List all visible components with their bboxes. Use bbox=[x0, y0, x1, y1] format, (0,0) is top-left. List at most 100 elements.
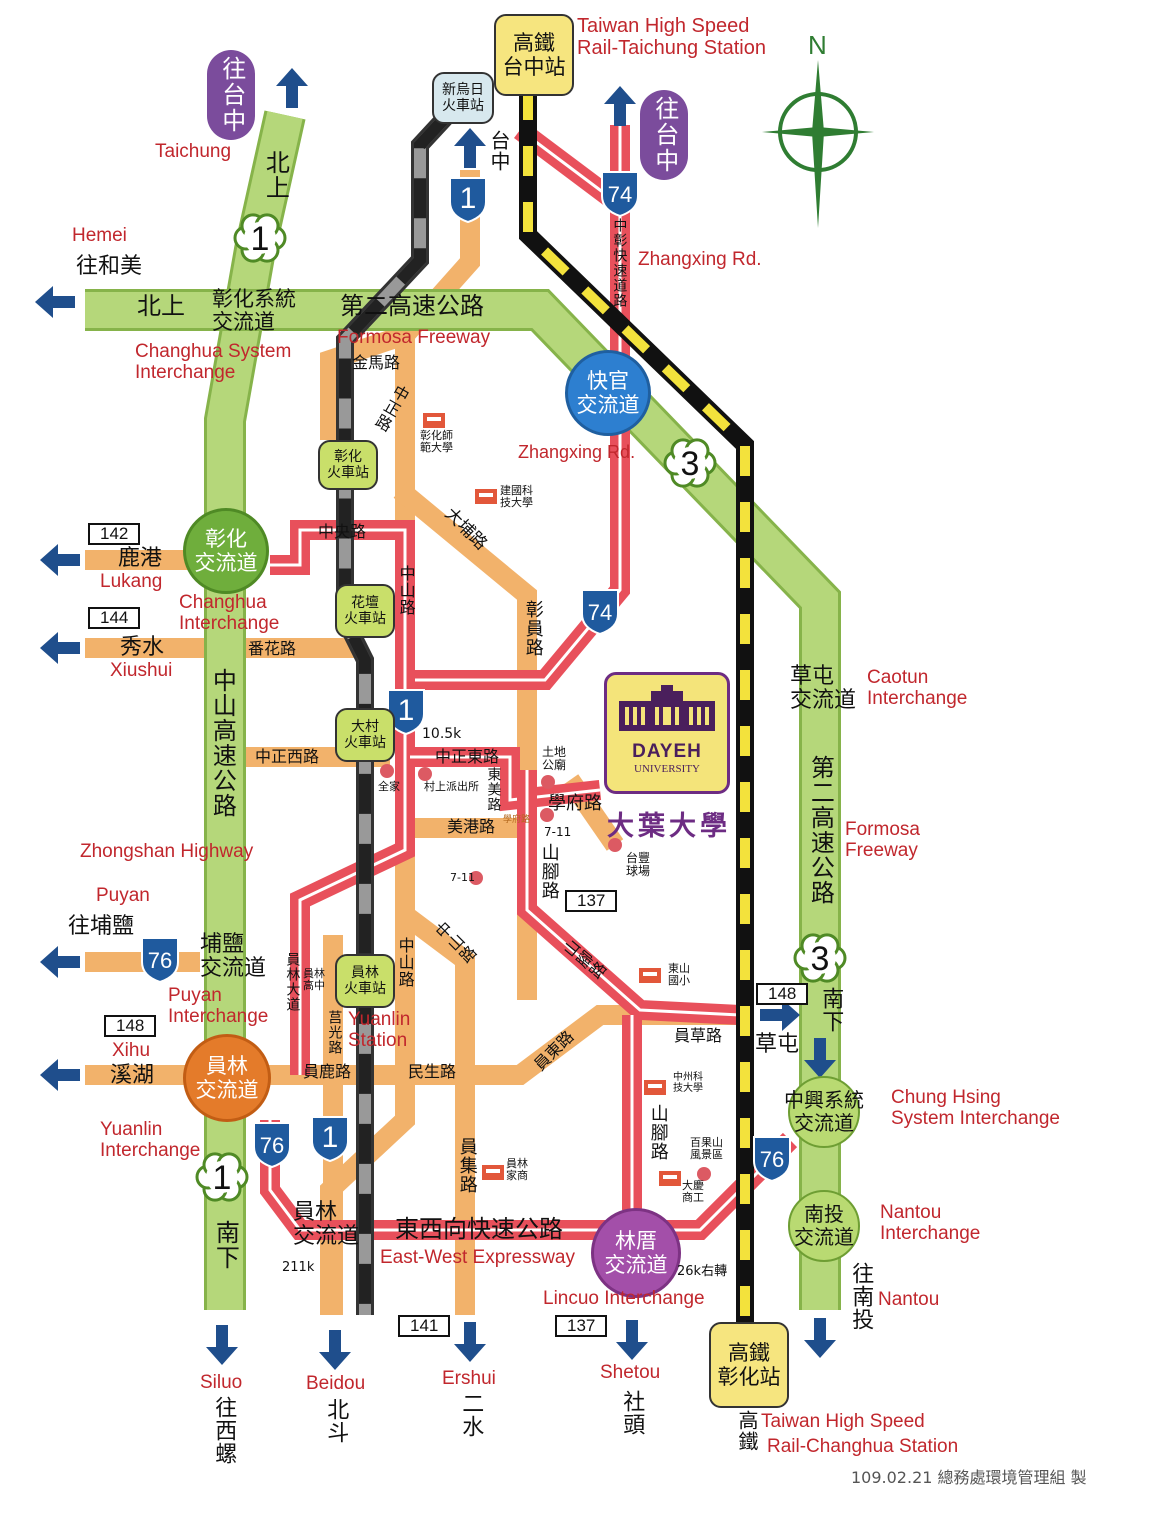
second-freeway-v: 第二高速公路 bbox=[806, 755, 835, 905]
to-nantou: 往南投 bbox=[848, 1262, 874, 1331]
route-hwy74-shield-icon-number: 74 bbox=[608, 182, 632, 207]
route-142-box: 142 bbox=[88, 523, 141, 545]
route-hwy74-shield-icon: 74 bbox=[601, 171, 639, 218]
route-144-box: 144 bbox=[88, 607, 141, 629]
caotun-ic: 草屯 交流道 bbox=[790, 664, 857, 714]
university-building-icon bbox=[619, 685, 715, 731]
route-hwy76-shield-icon: 76 bbox=[753, 1136, 791, 1183]
hsr-taichung-station: 高鐵 台中站 bbox=[494, 14, 574, 96]
north-label-2: 北上 bbox=[137, 292, 185, 320]
route-148-box: 148 bbox=[104, 1015, 157, 1037]
hsr-dash bbox=[523, 90, 750, 1330]
ershui-zh: 二水 bbox=[458, 1392, 484, 1438]
route-hwy1-shield-icon: 1 bbox=[387, 689, 425, 736]
lukang-zh: 鹿港 bbox=[118, 546, 163, 571]
direction-arrow-icon-shape bbox=[276, 68, 308, 108]
to-hemei: 往和美 bbox=[76, 254, 143, 279]
km-10-5: 10.5k bbox=[422, 726, 462, 742]
beidou-en: Beidou bbox=[306, 1373, 366, 1394]
route-hwy1-shield-icon-number: 1 bbox=[322, 1121, 339, 1154]
formosa-freeway-en: Formosa Freeway bbox=[337, 327, 491, 348]
route-hwy76-shield-icon: 76 bbox=[141, 937, 179, 984]
school-icon bbox=[423, 413, 445, 428]
direction-arrow-icon-shape bbox=[40, 1059, 80, 1091]
direction-arrow-icon-shape bbox=[616, 1320, 648, 1360]
second-freeway-label: 第二高速公路 bbox=[340, 292, 484, 320]
taichung-en: Taichung bbox=[155, 141, 232, 162]
ew-expy-zh: 東西向快速公路 bbox=[395, 1215, 563, 1243]
direction-arrow-icon bbox=[40, 1059, 80, 1091]
ctu: 建國科 技大學 bbox=[500, 484, 533, 510]
railway-dash bbox=[339, 113, 450, 1315]
provincial-road-1-centerline bbox=[270, 528, 407, 1075]
zhongshan-highway bbox=[207, 111, 303, 1310]
dayeh-university-logo: DAYEH UNIVERSITY bbox=[604, 672, 730, 794]
national-freeway-hwy3-shield-icon: 3 bbox=[663, 438, 717, 488]
to-siluo: 往西螺 bbox=[211, 1396, 237, 1465]
route-137-box: 137 bbox=[565, 890, 618, 912]
yuanlin-interchange: 員林 交流道 bbox=[183, 1034, 271, 1122]
hsr-label: 高鐵 bbox=[735, 1410, 759, 1452]
hsr-changhua-station: 高鐵 彰化站 bbox=[709, 1322, 789, 1408]
yuanlin-blvd: 員林大道 bbox=[284, 952, 301, 1012]
direction-arrow-icon bbox=[804, 1038, 836, 1078]
familymart: 全家 bbox=[378, 780, 400, 793]
taifeng: 台豐 球場 bbox=[626, 851, 651, 879]
route-148-box: 148 bbox=[756, 983, 809, 1005]
north-label: 北上 bbox=[261, 150, 290, 200]
compass-icon: N bbox=[762, 30, 874, 228]
zhongshan-rd-3: 中山路 bbox=[395, 937, 415, 988]
school-icon-window bbox=[427, 417, 441, 421]
national-freeway-hwy3-shield-icon-number: 3 bbox=[811, 940, 830, 978]
poi-dot-icon bbox=[697, 1167, 711, 1181]
direction-arrow-icon bbox=[319, 1330, 351, 1370]
school-icon bbox=[639, 968, 661, 983]
lincuo-interchange: 林厝 交流道 bbox=[591, 1208, 681, 1298]
compass-needle bbox=[812, 60, 824, 228]
dacun-station: 大村 火車站 bbox=[335, 708, 395, 762]
dongmei-rd: 東美路 bbox=[485, 767, 502, 812]
south-label: 南下 bbox=[818, 987, 844, 1033]
ccut: 中州科 技大學 bbox=[673, 1072, 703, 1094]
ew-expy-en: East-West Expressway bbox=[380, 1247, 575, 1268]
poi-dot-icon bbox=[469, 871, 483, 885]
national-freeway-hwy1-shield-icon-number: 1 bbox=[251, 220, 270, 258]
direction-arrow-icon-shape bbox=[40, 946, 80, 978]
direction-arrow-icon bbox=[40, 544, 80, 576]
route-hwy74-shield-icon: 74 bbox=[581, 589, 619, 636]
direction-arrow-icon bbox=[454, 1322, 486, 1362]
direction-arrow-icon-shape bbox=[206, 1325, 238, 1365]
changhua-system-ic: 彰化系統 交流道 bbox=[212, 287, 296, 335]
yuanji-rd: 員集路 bbox=[456, 1137, 478, 1194]
caotun-zh: 草屯 bbox=[755, 1032, 800, 1057]
zhongzheng-w: 中正西路 bbox=[255, 747, 320, 766]
xuefu-rd: 學府路 bbox=[548, 793, 602, 814]
route-hwy76-shield-icon-number: 76 bbox=[760, 1147, 784, 1172]
route-hwy76-shield-icon: 76 bbox=[253, 1122, 291, 1169]
huatan-station: 花壇 火車站 bbox=[335, 584, 395, 638]
route-hwy74-shield-icon-shape bbox=[601, 171, 639, 218]
compass-needle-h bbox=[762, 127, 874, 137]
beidou-zh: 北斗 bbox=[323, 1398, 349, 1444]
yuanlin-hs: 員林 高中 bbox=[303, 967, 325, 993]
direction-arrow-icon bbox=[35, 286, 75, 318]
school-icon bbox=[659, 1171, 681, 1186]
shanjiao-rd-1: 山腳路 bbox=[538, 843, 560, 900]
zhongshan-rd-1: 中山路 bbox=[396, 565, 416, 616]
siluo-en: Siluo bbox=[200, 1372, 243, 1393]
zhongshan-hwy-en: Zhongshan Highway bbox=[80, 841, 254, 862]
national-freeway-hwy1-shield-icon-number: 1 bbox=[213, 1159, 232, 1197]
direction-arrow-icon bbox=[40, 946, 80, 978]
yuanlin-ew-ic: 員林 交流道 bbox=[293, 1200, 360, 1250]
road-xuefu-centerline bbox=[410, 755, 601, 802]
xuefu-rd-small: 學府路 bbox=[503, 815, 531, 825]
national-freeway-hwy3-shield-icon-core bbox=[674, 447, 706, 479]
route-hwy1-shield-icon: 1 bbox=[449, 177, 487, 224]
km-211: 211k bbox=[282, 1260, 315, 1275]
school-icon bbox=[475, 489, 497, 504]
road-jinma bbox=[320, 325, 409, 440]
shetou-zh: 社頭 bbox=[619, 1390, 645, 1436]
daqing: 大慶 商工 bbox=[682, 1179, 704, 1205]
direction-arrow-icon-shape bbox=[319, 1330, 351, 1370]
